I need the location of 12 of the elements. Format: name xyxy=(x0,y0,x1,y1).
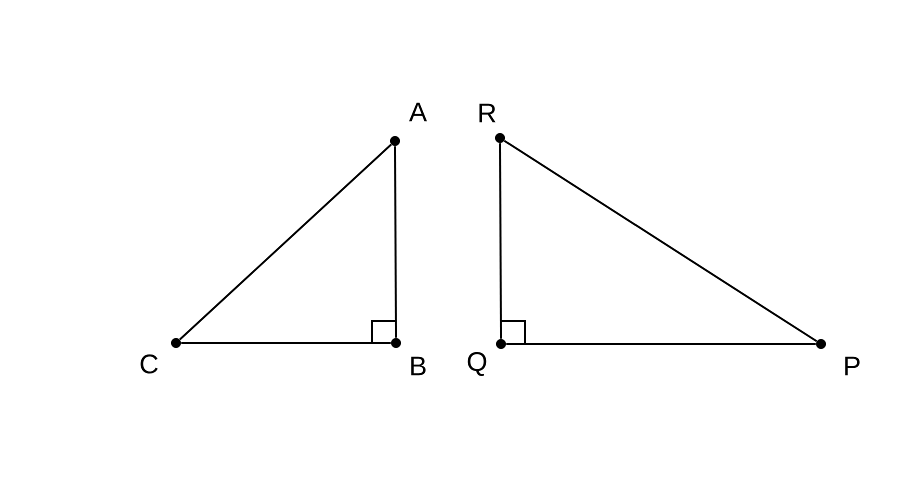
vertex-label: C xyxy=(140,354,158,374)
vertex-label: R xyxy=(479,104,496,122)
triangle-side xyxy=(394,146,397,338)
triangle-side xyxy=(506,343,816,345)
vertex-label: B xyxy=(411,356,426,376)
vertex-label: A xyxy=(409,102,427,122)
triangle-side xyxy=(504,140,818,342)
vertex-label: Q xyxy=(468,352,486,376)
triangle-side xyxy=(179,144,392,340)
triangle-side xyxy=(181,342,391,344)
triangle-side xyxy=(499,143,502,339)
vertex-label: P xyxy=(845,356,860,376)
